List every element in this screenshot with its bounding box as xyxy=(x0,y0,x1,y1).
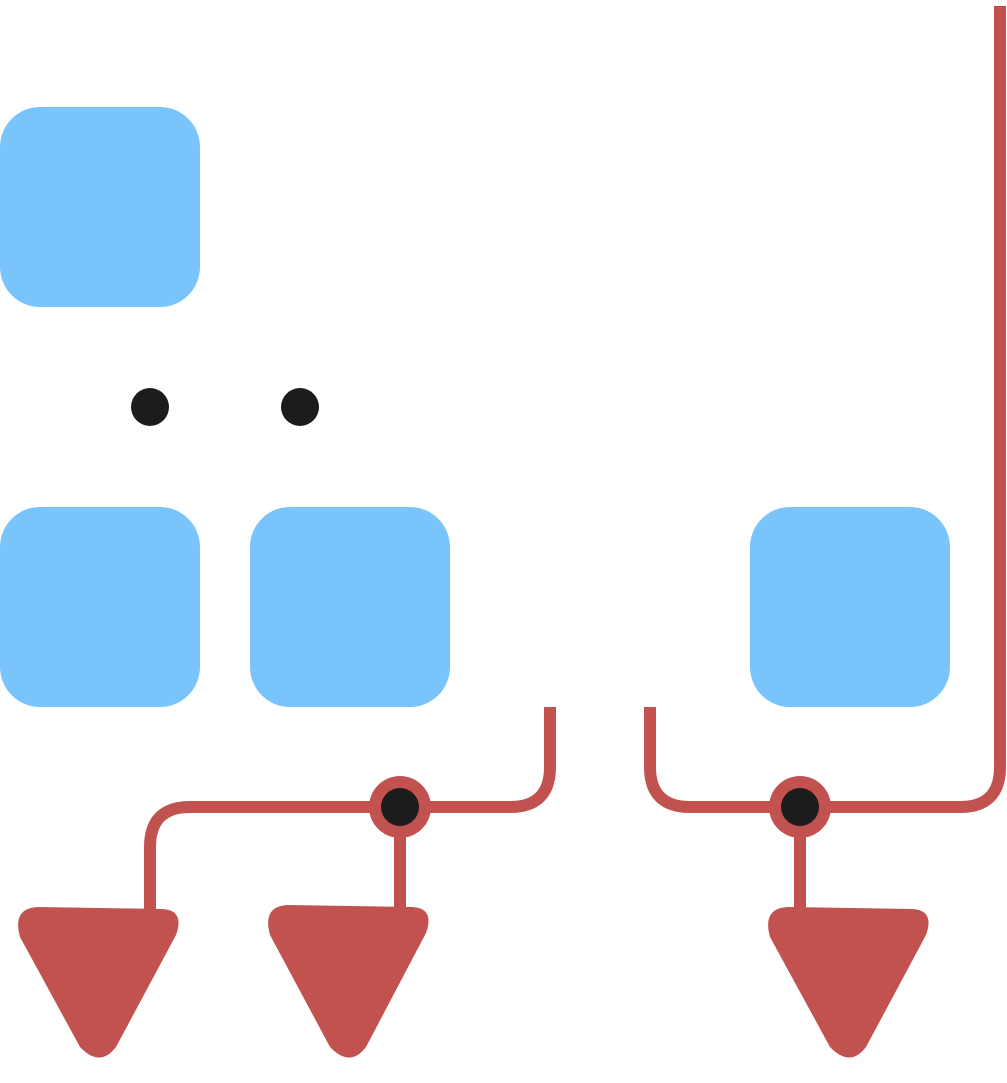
arrowhead-right xyxy=(768,907,929,1058)
node-bottom-2[interactable] xyxy=(250,507,450,707)
connectors-group xyxy=(144,6,1006,912)
arrowheads-group xyxy=(18,905,929,1058)
junction-dot-right xyxy=(781,788,819,826)
nodes-group xyxy=(0,107,950,707)
loose-dot xyxy=(131,388,169,426)
junction-dot-left xyxy=(381,788,419,826)
node-bottom-right[interactable] xyxy=(750,507,950,707)
junctions-group xyxy=(369,776,831,838)
arrowhead-middle xyxy=(268,905,429,1058)
loose-dot xyxy=(281,388,319,426)
loose-dots-group xyxy=(131,388,319,426)
node-bottom-1[interactable] xyxy=(0,507,200,707)
node-top-left[interactable] xyxy=(0,107,200,307)
connector-left-network xyxy=(144,707,556,912)
arrowhead-left xyxy=(18,907,179,1058)
